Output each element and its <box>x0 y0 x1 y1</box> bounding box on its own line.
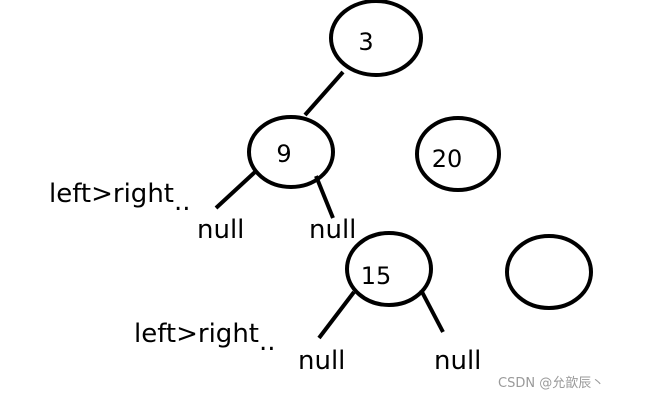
node-20-label: 20 <box>432 145 463 173</box>
node-9-label: 9 <box>276 140 291 168</box>
null-label-2: null <box>309 215 356 245</box>
dots-label-2: .. <box>259 327 276 357</box>
edge-9-null-right <box>314 175 335 219</box>
node-15-label: 15 <box>361 262 392 290</box>
edge-3-9 <box>303 70 345 117</box>
node-empty <box>505 234 593 310</box>
node-3 <box>329 0 423 77</box>
dots-label-1: .. <box>174 187 191 217</box>
edge-9-null-left <box>214 170 257 210</box>
left-right-label-2: left>right <box>134 319 259 349</box>
edge-15-null-right <box>419 289 445 333</box>
node-9 <box>247 115 335 189</box>
node-3-label: 3 <box>358 28 373 56</box>
watermark: CSDN @允歆辰丶 <box>498 375 604 391</box>
edge-15-null-left <box>317 290 356 340</box>
null-label-3: null <box>298 346 345 376</box>
node-20 <box>415 116 501 192</box>
node-15 <box>345 231 433 307</box>
null-label-4: null <box>434 346 481 376</box>
left-right-label-1: left>right <box>49 179 174 209</box>
null-label-1: null <box>197 215 244 245</box>
